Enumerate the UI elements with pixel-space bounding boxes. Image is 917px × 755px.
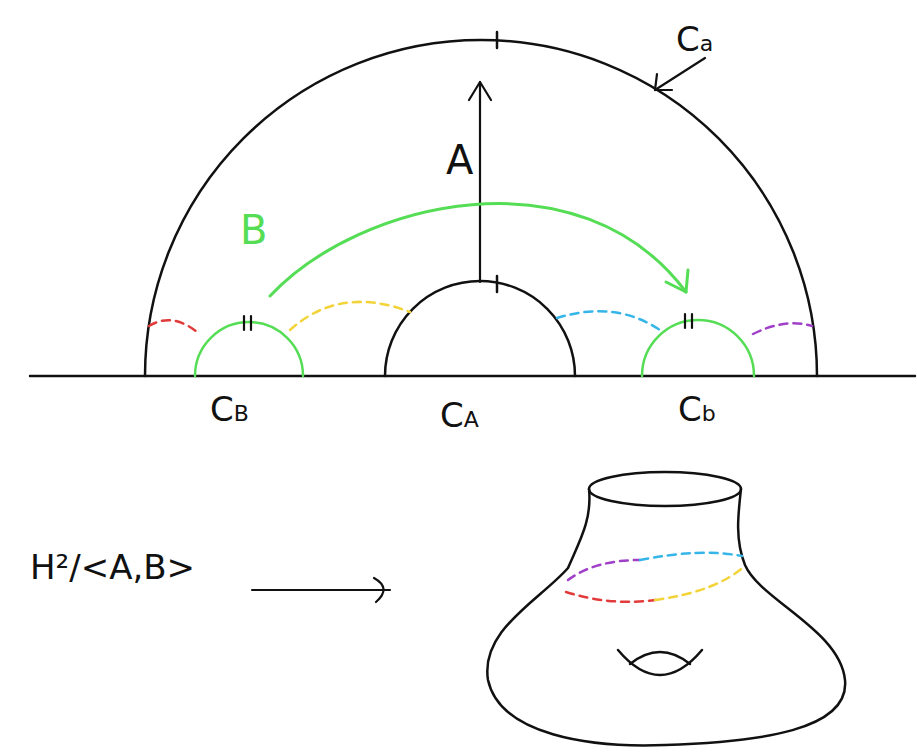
tick-mark bbox=[496, 276, 499, 292]
circle-label: Ca bbox=[676, 22, 713, 56]
tick-mark bbox=[691, 314, 693, 328]
circle-label: Cb bbox=[678, 392, 716, 426]
quotient-label: H²/<A,B> bbox=[30, 550, 195, 584]
arrow-head bbox=[655, 74, 672, 90]
map-arrow bbox=[252, 589, 390, 591]
leader-line bbox=[655, 58, 705, 90]
tick-mark bbox=[496, 32, 499, 48]
arrow-head bbox=[469, 82, 491, 100]
circle-label: CA bbox=[440, 398, 479, 432]
generator-label: B bbox=[240, 210, 267, 250]
handle-hole bbox=[618, 650, 702, 675]
translation-arrow bbox=[479, 82, 481, 282]
generator-label: A bbox=[446, 140, 473, 180]
arrow-head bbox=[374, 578, 384, 602]
surface-outline bbox=[487, 489, 845, 745]
dashed-curve bbox=[655, 566, 745, 600]
tick-mark bbox=[243, 316, 245, 330]
center-semicircle bbox=[385, 281, 575, 376]
tick-mark bbox=[250, 316, 252, 330]
handle-hole bbox=[630, 652, 690, 664]
boundary-circle bbox=[589, 472, 741, 506]
dashed-curve bbox=[640, 553, 742, 560]
translation-arrow bbox=[270, 204, 686, 296]
big-semicircle bbox=[145, 40, 817, 376]
real-axis bbox=[30, 375, 915, 378]
arrow-head bbox=[666, 270, 688, 292]
dashed-arc bbox=[753, 323, 812, 334]
dashed-arc bbox=[557, 311, 660, 330]
dashed-arc bbox=[290, 302, 410, 330]
circle-label: CB bbox=[210, 392, 249, 426]
dashed-arc bbox=[149, 320, 197, 332]
dashed-curve bbox=[568, 560, 640, 580]
tick-mark bbox=[684, 314, 686, 328]
green-semicircle bbox=[195, 322, 303, 376]
dashed-curve bbox=[566, 592, 655, 602]
